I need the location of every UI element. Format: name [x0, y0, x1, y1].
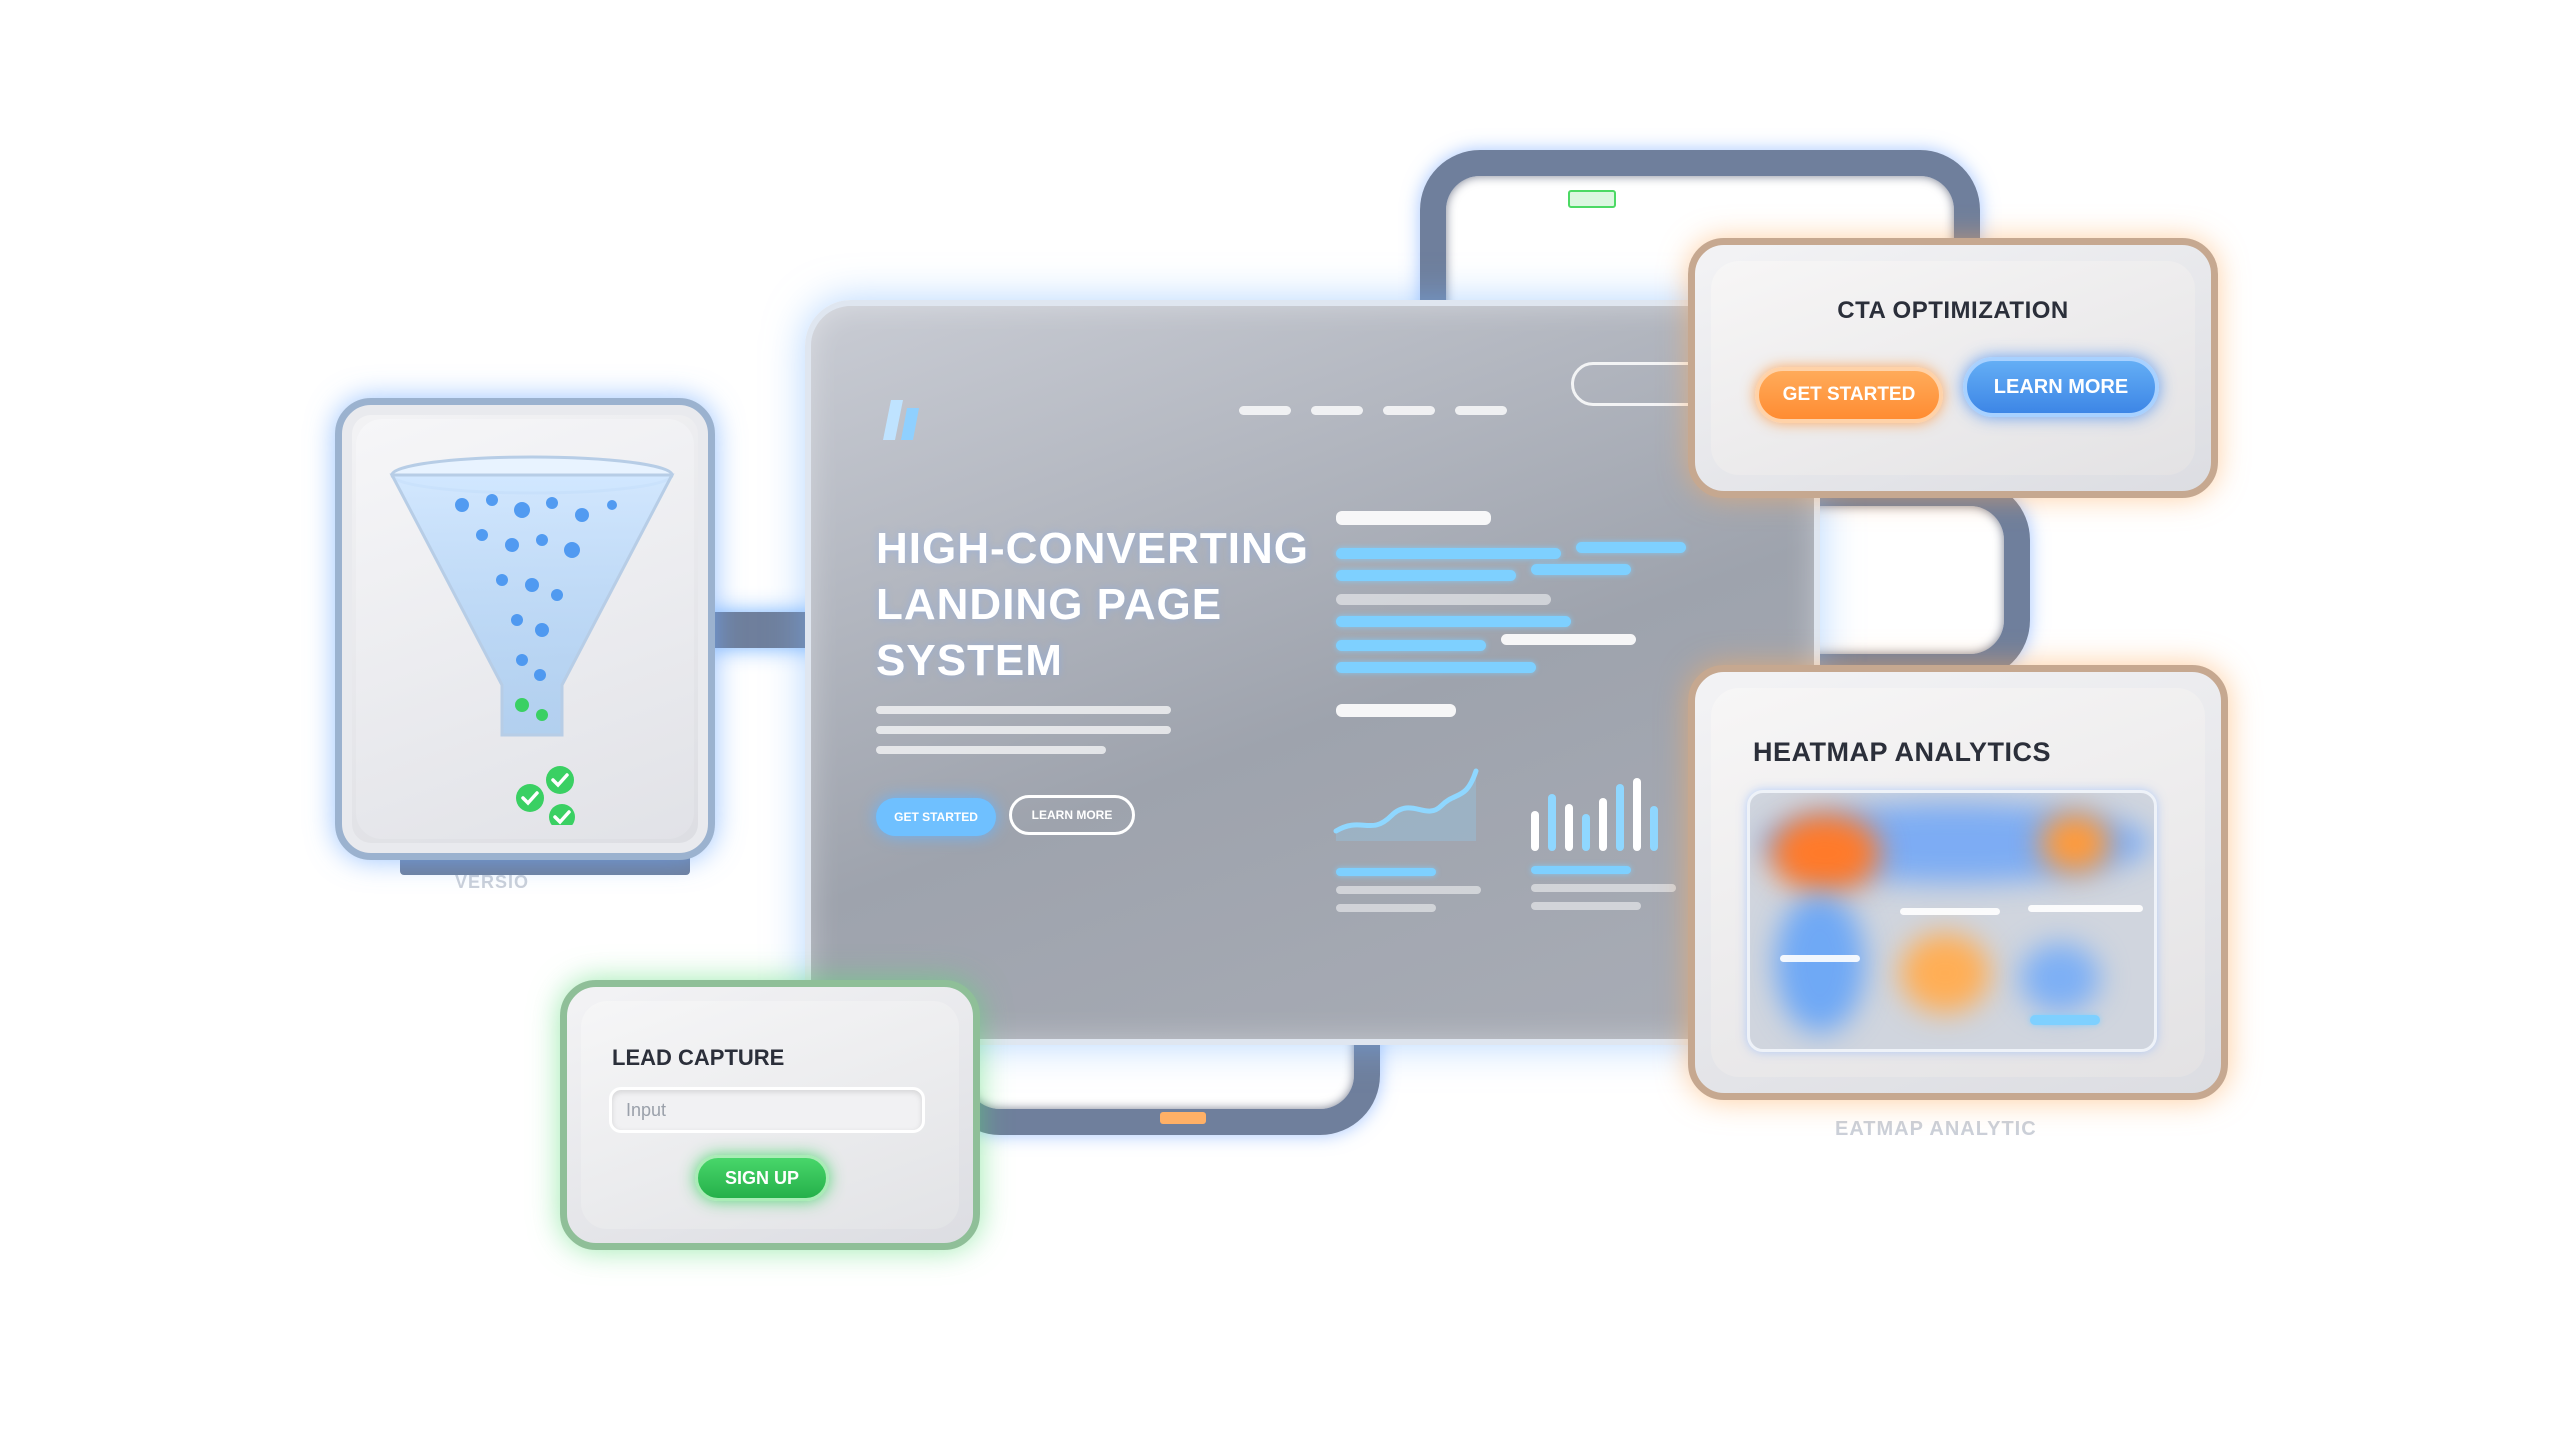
content-line-placeholder: [1576, 542, 1686, 553]
hero-text-placeholder: [876, 706, 1171, 714]
hero-learn-more-button[interactable]: LEARN MORE: [1009, 795, 1135, 835]
nav-placeholder: [1239, 406, 1291, 415]
heatmap-zone: [1770, 813, 1880, 893]
checkmark-icon: [516, 784, 544, 812]
content-line-placeholder: [1531, 564, 1631, 575]
hero-get-started-button[interactable]: GET STARTED: [876, 798, 996, 836]
funnel-icon: [389, 455, 675, 825]
content-subheading-placeholder: [1336, 704, 1456, 717]
heatmap-analytics-card: HEATMAP ANALYTICS: [1688, 665, 2228, 1100]
chart-caption-placeholder: [1336, 904, 1436, 912]
hero-title: HIGH-CONVERTING LANDING PAGE SYSTEM: [876, 521, 1336, 689]
lead-capture-card: LEAD CAPTURE SIGN UP: [560, 980, 980, 1250]
content-line-placeholder: [1336, 594, 1551, 605]
heatmap-zone: [1900, 933, 1990, 1013]
content-line-placeholder: [1336, 640, 1486, 651]
chart-caption-placeholder: [1531, 902, 1641, 910]
heatmap-line-placeholder: [1780, 955, 1860, 962]
nav-placeholder: [1455, 406, 1507, 415]
heatmap-line-placeholder: [2030, 1015, 2100, 1025]
heatmap-zone: [1775, 893, 1865, 1033]
content-line-placeholder: [1336, 616, 1571, 627]
content-line-placeholder: [1336, 662, 1536, 673]
connector-status-chip: [1160, 1112, 1206, 1124]
heatmap-zone: [2020, 943, 2100, 1013]
hero-title-line: LANDING PAGE: [876, 580, 1223, 629]
connector-tube-right: [1800, 480, 2030, 680]
heatmap-zone: [2040, 813, 2110, 873]
chart-caption-placeholder: [1531, 884, 1676, 892]
lead-card-title: LEAD CAPTURE: [612, 1045, 785, 1070]
connector-status-chip: [1568, 190, 1616, 208]
cta-optimization-card: CTA OPTIMIZATION GET STARTED LEARN MORE: [1688, 238, 2218, 498]
hero-text-placeholder: [876, 746, 1106, 754]
heatmap-card-title: HEATMAP ANALYTICS: [1753, 737, 2052, 767]
landing-page-mockup: HIGH-CONVERTING LANDING PAGE SYSTEM GET …: [805, 300, 1820, 1045]
chart-caption-placeholder: [1531, 866, 1631, 874]
cta-card-title: CTA OPTIMIZATION: [1837, 297, 2069, 324]
checkmark-icon: [546, 766, 574, 794]
cta-learn-more-button[interactable]: LEARN MORE: [1963, 357, 2159, 417]
hero-title-line: SYSTEM: [876, 636, 1063, 685]
heatmap-preview: [1747, 790, 2157, 1052]
reflection-label: VERSIO: [455, 872, 530, 892]
hero-text-placeholder: [876, 726, 1171, 734]
cta-get-started-button[interactable]: GET STARTED: [1755, 367, 1943, 423]
sign-up-button[interactable]: SIGN UP: [695, 1155, 829, 1201]
nav-placeholder: [1311, 406, 1363, 415]
reflection-label: EATMAP ANALYTIC: [1835, 1118, 2037, 1140]
chart-caption-placeholder: [1336, 868, 1436, 876]
bar-chart-thumbnail: [1531, 778, 1658, 851]
lead-input-field[interactable]: [609, 1087, 925, 1133]
heatmap-line-placeholder: [2028, 905, 2143, 912]
nav-placeholder: [1383, 406, 1435, 415]
hero-title-line: HIGH-CONVERTING: [876, 524, 1309, 573]
checkmark-icon: [549, 804, 575, 825]
heatmap-line-placeholder: [1900, 908, 2000, 915]
content-heading-placeholder: [1336, 511, 1491, 525]
content-line-placeholder: [1501, 634, 1636, 645]
content-line-placeholder: [1336, 570, 1516, 581]
chart-caption-placeholder: [1336, 886, 1481, 894]
logo-mark-icon: [883, 400, 919, 440]
line-chart-thumbnail: [1333, 768, 1479, 841]
content-line-placeholder: [1336, 548, 1561, 559]
conversion-funnel-card: [335, 398, 715, 860]
